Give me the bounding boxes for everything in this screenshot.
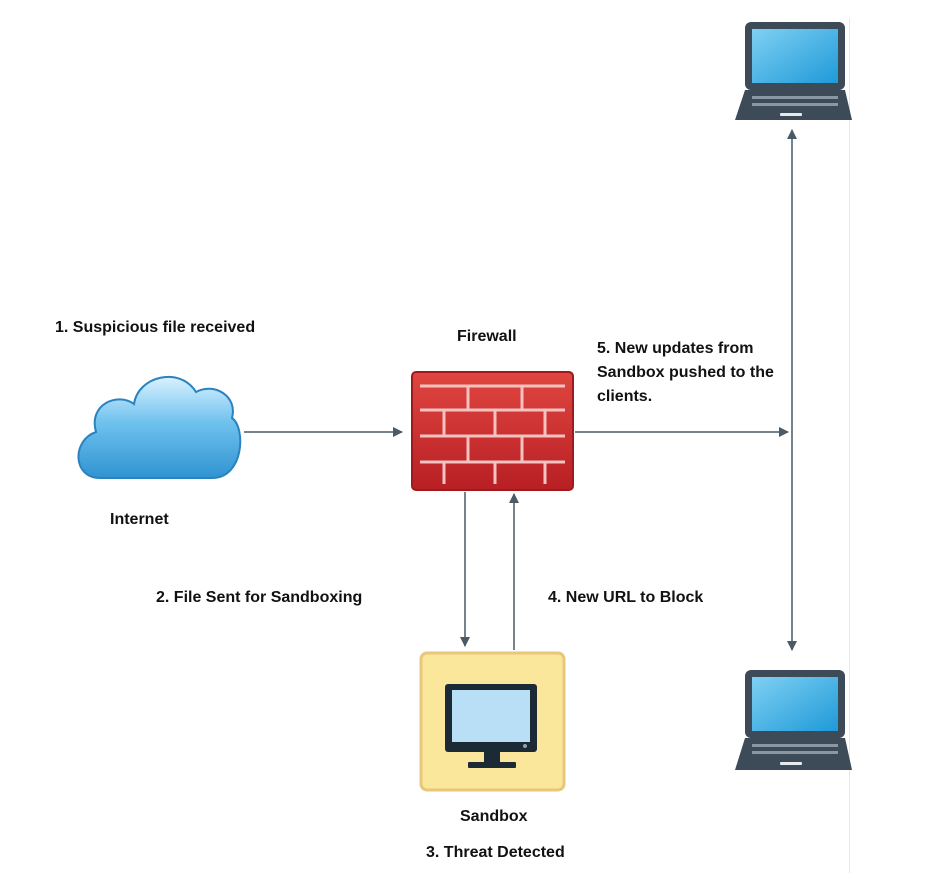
cloud-icon [77, 376, 242, 479]
sandbox-label: Sandbox [460, 808, 528, 825]
laptop-icon-top [735, 22, 852, 120]
firewall-label: Firewall [457, 328, 517, 345]
monitor-icon [419, 651, 566, 792]
firewall-brick-wall-icon [411, 371, 574, 491]
step2-label: 2. File Sent for Sandboxing [156, 589, 363, 606]
step3-label: 3. Threat Detected [426, 844, 565, 861]
laptop-icon-bottom [735, 670, 852, 770]
right-edge-line [849, 18, 850, 873]
step1-label: 1. Suspicious file received [55, 319, 256, 336]
step4-label: 4. New URL to Block [548, 589, 704, 606]
step5-label: 5. New updates from Sandbox pushed to th… [597, 340, 774, 405]
internet-label: Internet [110, 511, 169, 528]
